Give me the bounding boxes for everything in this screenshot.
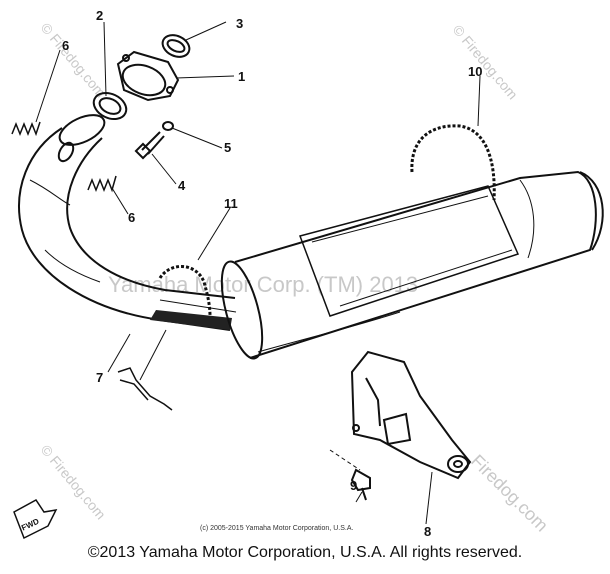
callout-6-top: 6 [62, 38, 69, 53]
leader-lines [35, 21, 481, 525]
watermark-bottom-left: © Firedog.com [38, 442, 109, 523]
callout-10: 10 [468, 64, 482, 79]
callout-2: 2 [96, 8, 103, 23]
part-7-bracket [117, 367, 173, 411]
part-4-bolt [134, 131, 165, 160]
callout-labels: 2 3 1 6 5 4 6 7 8 9 10 11 [62, 8, 482, 539]
forward-arrow-icon: FWD [13, 499, 58, 540]
watermark-top-right: © Firedog.com [450, 22, 521, 103]
callout-7: 7 [96, 370, 103, 385]
fwd-label: FWD [20, 517, 41, 533]
part-9-bolt [329, 449, 371, 501]
watermark-center: Yamaha Motor Corp. (TM) 2013 [108, 272, 418, 297]
muffler [220, 170, 604, 360]
part-2-gasket [92, 91, 128, 121]
callout-5: 5 [224, 140, 231, 155]
part-6-spring-right [87, 175, 117, 193]
callout-1: 1 [238, 69, 245, 84]
watermark-top-left: © Firedog.com [38, 20, 109, 101]
callout-8: 8 [424, 524, 431, 539]
callout-3: 3 [236, 16, 243, 31]
part-1-flange [116, 50, 180, 102]
callout-9: 9 [350, 478, 357, 493]
exhaust-pipe [18, 114, 237, 331]
part-3-ring [161, 34, 191, 58]
part-8-mount-bracket [350, 350, 472, 480]
callout-4: 4 [178, 178, 186, 193]
callout-11: 11 [224, 196, 238, 211]
copyright-footer: ©2013 Yamaha Motor Corporation, U.S.A. A… [87, 544, 523, 561]
part-10-wire-spring [410, 124, 496, 201]
part-6-spring-left [11, 121, 41, 137]
watermark-bottom-right: Firedog.com [467, 451, 552, 536]
small-credit: (c) 2005-2015 Yamaha Motor Corporation, … [200, 525, 353, 532]
part-5-washer [162, 121, 174, 131]
callout-6-mid: 6 [128, 210, 135, 225]
